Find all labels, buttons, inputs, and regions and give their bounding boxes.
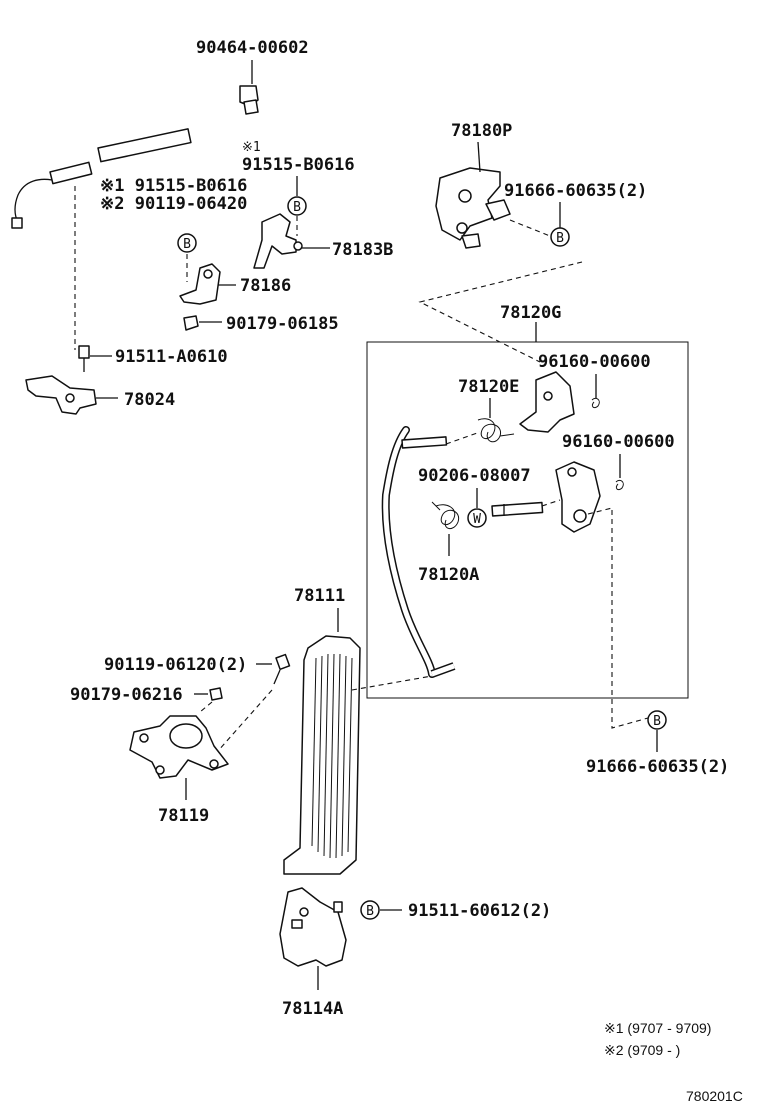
pedal-pad-78111 [283, 635, 361, 875]
pedal-base-78119 [129, 715, 229, 779]
assembly-box-78120G [366, 341, 689, 699]
bolt-90119-06120 [273, 653, 291, 685]
label-90119-06120: 90119-06120(2) [104, 655, 247, 675]
label-78120A: 78120A [418, 565, 479, 585]
bracket-78024 [25, 375, 97, 415]
washer-W: W [467, 508, 487, 528]
svg-text:B: B [183, 237, 191, 252]
pedal-arm-rod [381, 426, 456, 678]
footnote-2: ※2 (9709 - ) [604, 1042, 680, 1058]
shaft-pin-top [401, 431, 481, 449]
label-91515-B0616-top: 91515-B0616 [242, 155, 355, 175]
label-91511-60612: 91511-60612(2) [408, 901, 551, 921]
label-91666-60635-bottom: 91666-60635(2) [586, 757, 729, 777]
label-78114A: 78114A [282, 999, 343, 1019]
badge-B-bottom-right: B [647, 710, 667, 730]
label-96160-00600-b: 96160-00600 [562, 432, 675, 452]
label-note-a: ※1 91515-B0616 [100, 176, 247, 196]
label-78186: 78186 [240, 276, 291, 296]
clamp-78186 [179, 263, 221, 305]
nut-90179-06216 [209, 687, 223, 701]
svg-text:B: B [653, 714, 661, 729]
badge-B-78183B: B [287, 196, 307, 216]
label-78120G: 78120G [500, 303, 561, 323]
bolt-91511-A0610 [78, 345, 90, 372]
spring-78120A [431, 501, 460, 529]
lower-bracket-78114A [279, 887, 347, 967]
bracket-78183B [253, 213, 297, 269]
label-78180P: 78180P [451, 121, 512, 141]
label-78120E: 78120E [458, 377, 519, 397]
label-91666-60635-top: 91666-60635(2) [504, 181, 647, 201]
svg-text:B: B [366, 904, 374, 919]
svg-text:B: B [556, 231, 564, 246]
figure-code: 780201C [686, 1088, 743, 1104]
label-78111: 78111 [294, 586, 345, 606]
label-90206-08007: 90206-08007 [418, 466, 531, 486]
spring-78120E [477, 418, 515, 443]
svg-text:W: W [473, 512, 481, 527]
throttle-link-78180P [435, 141, 511, 249]
label-78183B: 78183B [332, 240, 393, 260]
svg-text:B: B [293, 200, 301, 215]
label-96160-00600-a: 96160-00600 [538, 352, 651, 372]
pedal-upper-bracket [519, 371, 575, 433]
label-91511-A0610: 91511-A0610 [115, 347, 228, 367]
label-90179-06185: 90179-06185 [226, 314, 339, 334]
badge-B-left: B [177, 233, 197, 253]
label-note-b: ※2 90119-06420 [100, 194, 247, 214]
cable-clip-90464 [239, 60, 259, 115]
pedal-lower-plate [555, 461, 601, 533]
footnote-1: ※1 (9707 - 9709) [604, 1020, 711, 1036]
label-90464-00602: 90464-00602 [196, 38, 309, 58]
label-90179-06216: 90179-06216 [70, 685, 183, 705]
label-78024: 78024 [124, 390, 175, 410]
label-note1-mark: ※1 [242, 140, 261, 155]
label-78119: 78119 [158, 806, 209, 826]
badge-B-78114A: B [360, 900, 380, 920]
badge-B-top-right: B [550, 227, 570, 247]
nut-90179-06185 [183, 315, 199, 331]
throttle-cable [11, 116, 441, 229]
pivot-pin [491, 501, 544, 517]
